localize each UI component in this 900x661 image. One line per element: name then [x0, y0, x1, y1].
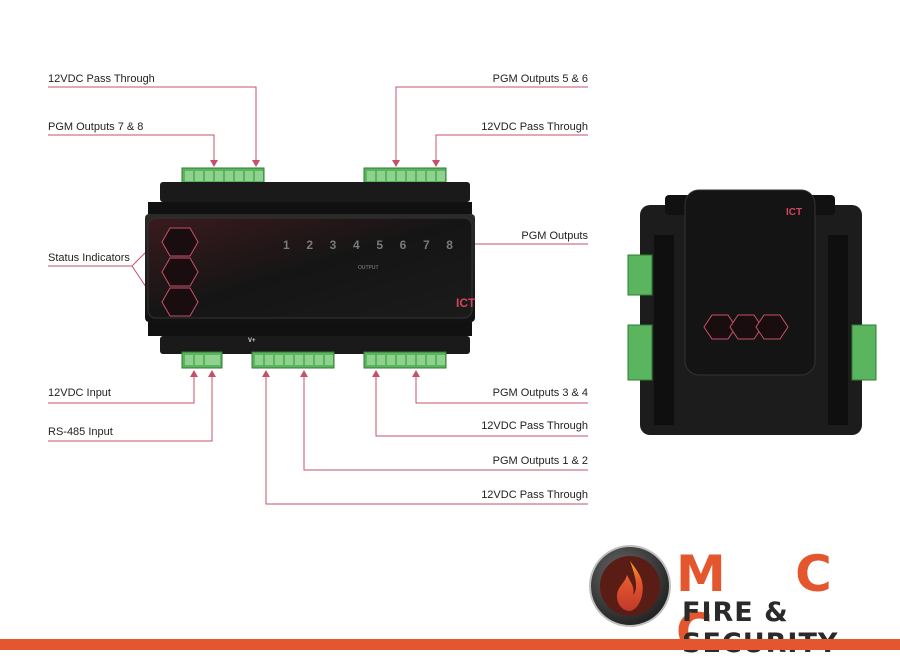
label-pgm-outputs: PGM Outputs	[521, 230, 588, 242]
led-number: 8	[446, 238, 453, 252]
device-angled-view: ICT	[627, 189, 877, 435]
bottom-terminal-block-a	[181, 351, 223, 369]
top-terminal-block-left	[181, 167, 265, 185]
callout-line-top-right-2	[435, 134, 588, 165]
label-pgm-outputs-1-2: PGM Outputs 1 & 2	[492, 455, 588, 467]
label-status-indicators: Status Indicators	[48, 252, 130, 264]
bottom-terminal-block-b	[251, 351, 335, 369]
callout-line-top-left-1	[48, 86, 257, 165]
label-pgm-outputs-3-4: PGM Outputs 3 & 4	[492, 387, 588, 399]
top-terminal-block-right	[363, 167, 447, 185]
callout-line-bottom-left-2	[48, 372, 213, 442]
label-12vdc-pass-through-bottom-1: 12VDC Pass Through	[481, 420, 588, 432]
led-number: 1	[283, 238, 290, 252]
led-number-row: 1 2 3 4 5 6 7 8	[283, 238, 453, 252]
callout-line-bottom-right-2	[375, 372, 588, 437]
output-caption: OUTPUT	[358, 265, 379, 271]
led-number: 2	[306, 238, 314, 252]
label-12vdc-pass-through-top-left: 12VDC Pass Through	[48, 73, 155, 85]
angled-brand-logo: ICT	[786, 207, 802, 218]
label-12vdc-input: 12VDC Input	[48, 387, 111, 399]
led-number: 4	[352, 238, 360, 252]
bottom-voltage-label: V+	[248, 338, 256, 344]
label-pgm-outputs-5-6: PGM Outputs 5 & 6	[492, 73, 588, 85]
label-rs485-input: RS-485 Input	[48, 426, 113, 438]
callout-line-bottom-right-1	[415, 372, 588, 404]
callout-line-bottom-right-3	[303, 372, 588, 471]
led-number: 7	[422, 238, 430, 252]
footer-accent-bar	[0, 639, 900, 650]
bottom-terminal-block-c	[363, 351, 447, 369]
callout-line-bottom-right-4	[265, 372, 588, 505]
logo-mcc-letters: M C C	[676, 545, 858, 661]
led-number: 6	[399, 238, 407, 252]
logo-emblem	[589, 545, 671, 627]
led-number: 3	[329, 238, 337, 252]
callout-line-top-right-1	[395, 86, 588, 165]
callout-line-bottom-left-1	[48, 372, 195, 404]
label-pgm-outputs-7-8: PGM Outputs 7 & 8	[48, 121, 144, 133]
led-number: 5	[376, 238, 383, 252]
label-12vdc-pass-through-bottom-2: 12VDC Pass Through	[481, 489, 588, 501]
callout-line-top-left-2	[48, 134, 215, 165]
device-brand-logo: ICT	[456, 296, 476, 310]
status-indicator-hexes	[161, 227, 199, 317]
device-front-view	[145, 167, 475, 369]
label-12vdc-pass-through-top-right: 12VDC Pass Through	[481, 121, 588, 133]
